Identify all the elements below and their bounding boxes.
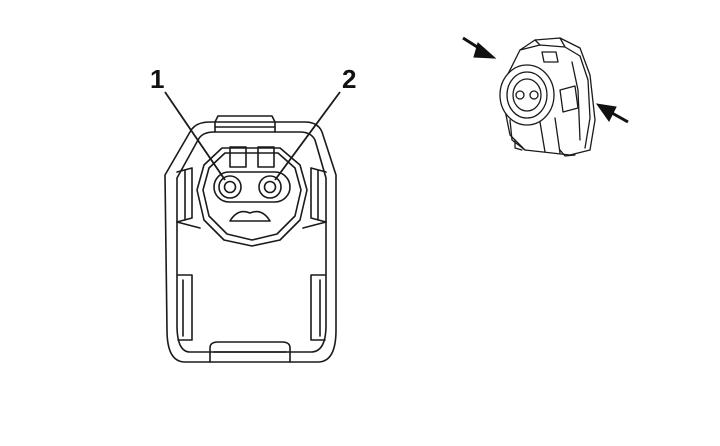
housing-inner-outline bbox=[176, 131, 327, 353]
connector-isometric-view bbox=[499, 37, 596, 157]
iso-pin-2 bbox=[529, 90, 539, 100]
right-groove bbox=[310, 274, 326, 341]
pin-2-callout-label: 2 bbox=[342, 64, 356, 94]
connector-face-view bbox=[164, 115, 337, 363]
iso-face-ring-core bbox=[512, 78, 542, 112]
pin-2-cavity bbox=[258, 175, 282, 199]
iso-side-latch bbox=[559, 85, 579, 113]
pin-1-leader bbox=[164, 91, 226, 181]
iso-face-ring bbox=[499, 64, 555, 126]
iso-top-slot bbox=[541, 51, 559, 63]
upper-left-arrow-head bbox=[473, 42, 497, 59]
pin-2-terminal bbox=[263, 180, 277, 194]
iso-top-detail bbox=[519, 37, 581, 57]
pin-1-callout-label: 1 bbox=[150, 64, 164, 94]
face-polygon-inner bbox=[202, 152, 302, 241]
iso-bottom-tabs bbox=[514, 139, 576, 157]
iso-lower-body bbox=[509, 117, 561, 154]
left-groove bbox=[177, 274, 193, 341]
pin-1-cavity bbox=[218, 175, 242, 199]
lower-right-arrow-head bbox=[595, 103, 617, 122]
pin-1-terminal bbox=[223, 180, 237, 194]
iso-right-flank bbox=[571, 55, 591, 149]
lower-right-arrow-shaft bbox=[611, 111, 629, 124]
bottom-tab bbox=[209, 341, 291, 363]
keyway bbox=[229, 210, 271, 222]
iso-arrows bbox=[462, 36, 629, 124]
face-window-right bbox=[257, 146, 275, 168]
body-band bbox=[176, 221, 327, 229]
iso-face-ring-inner bbox=[506, 71, 548, 119]
pin-2-leader bbox=[274, 91, 341, 181]
callout-leaders bbox=[164, 91, 341, 181]
face-window-left bbox=[229, 146, 247, 168]
iso-pin-1 bbox=[515, 90, 525, 100]
